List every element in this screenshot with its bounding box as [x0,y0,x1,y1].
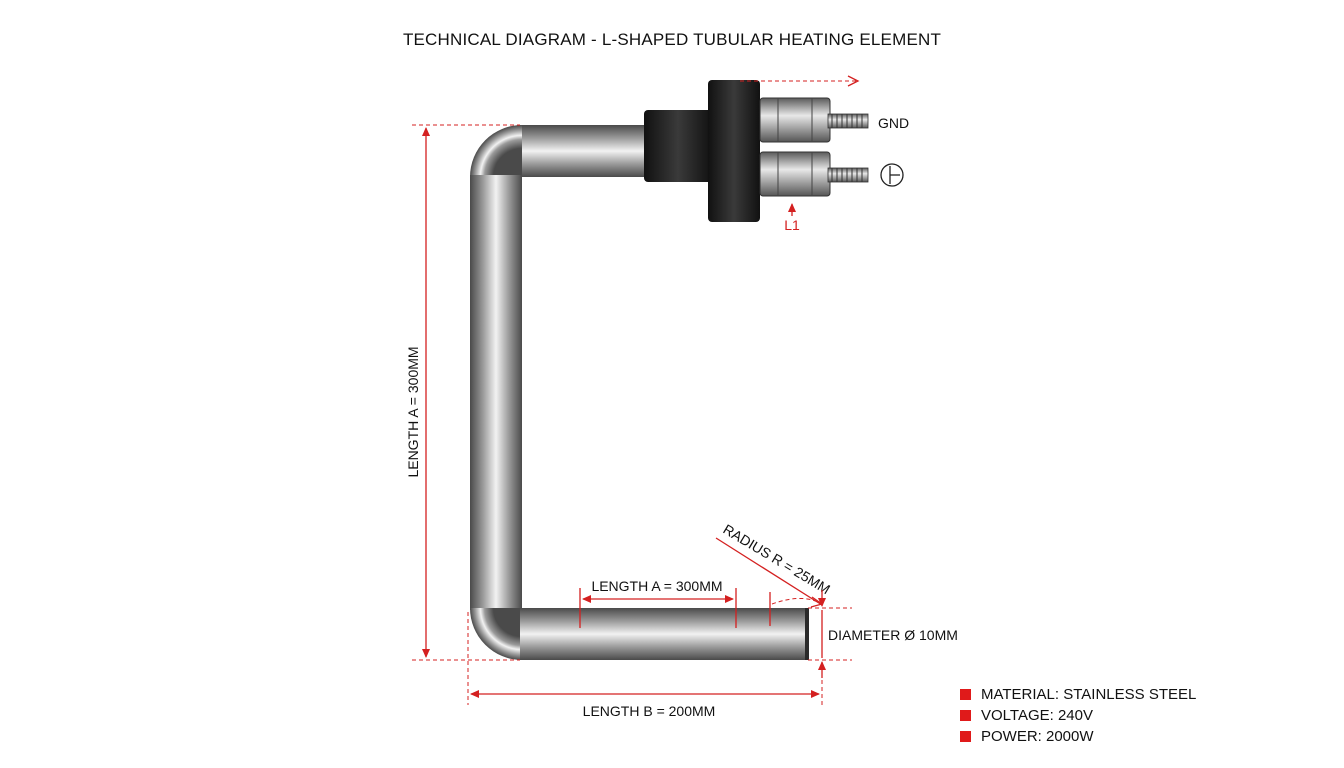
length-a-bottom-label: LENGTH A = 300MM [591,578,722,594]
heating-tube [470,125,809,660]
tube-bottom-segment [520,608,808,660]
diameter-label: DIAMETER Ø 10MM [828,627,958,643]
spec-item-voltage: VOLTAGE: 240V [960,705,1196,726]
spec-material-label: MATERIAL: STAINLESS STEEL [981,686,1197,703]
length-a-bottom-dimension [579,588,737,628]
l1-label: L1 [784,217,800,233]
spec-voltage-label: VOLTAGE: 240V [981,707,1093,724]
tube-bottom-bend [470,608,522,660]
diagram-title: TECHNICAL DIAGRAM - L-SHAPED TUBULAR HEA… [403,30,941,49]
bullet-square-icon [960,731,971,742]
length-b-label: LENGTH B = 200MM [583,703,716,719]
gnd-label: GND [878,115,909,131]
flange-reference-arrow [847,75,860,87]
tube-end-cap [805,608,809,660]
terminal-head [644,80,869,222]
radius-label: RADIUS R = 25MM [720,521,833,597]
bullet-square-icon [960,689,971,700]
vertical-dimension [412,124,520,661]
length-b-dimension [467,612,823,705]
flange-plate [708,80,760,222]
spec-item-material: MATERIAL: STAINLESS STEEL [960,684,1196,705]
length-a-vertical-label: LENGTH A = 300MM [405,346,421,477]
tube-top-bend [470,125,522,177]
diameter-dimension [808,590,852,678]
tube-vertical-segment [470,175,522,610]
terminal-gnd [759,97,869,143]
spec-item-power: POWER: 2000W [960,726,1196,747]
spec-power-label: POWER: 2000W [981,728,1094,745]
bullet-square-icon [960,710,971,721]
spec-list: MATERIAL: STAINLESS STEEL VOLTAGE: 240V … [960,684,1196,747]
tube-top-segment [520,125,646,177]
ground-symbol-icon [880,163,904,187]
flange-collar [644,110,712,182]
terminal-l1 [759,151,869,197]
